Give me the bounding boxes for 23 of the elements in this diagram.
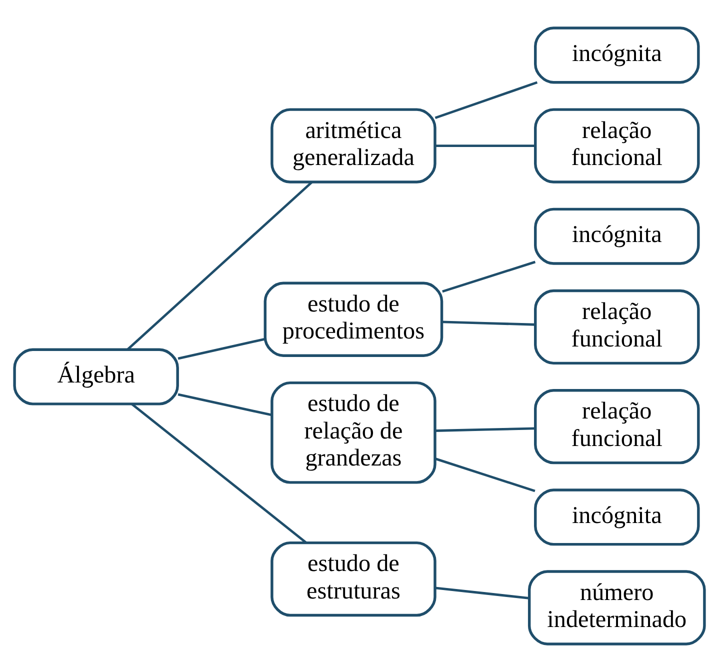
node-box: relação funcional xyxy=(534,108,700,183)
connector xyxy=(442,260,536,292)
connector xyxy=(178,392,272,416)
connector xyxy=(131,402,307,544)
connector xyxy=(178,337,266,360)
connector xyxy=(434,457,536,492)
connector xyxy=(435,426,535,432)
connector xyxy=(126,180,313,350)
node-box: incógnita xyxy=(534,207,700,264)
node-box: relação funcional xyxy=(534,388,700,464)
node-box: estudo de procedimentos xyxy=(264,281,444,356)
connector xyxy=(442,320,536,326)
node-box: número indeterminado xyxy=(528,570,706,645)
node-box: incógnita xyxy=(534,488,700,546)
connector xyxy=(434,80,538,119)
node-box: Álgebra xyxy=(13,348,179,405)
node-box: estudo de relação de grandezas xyxy=(270,380,436,484)
node-box: relação funcional xyxy=(534,288,700,364)
connector xyxy=(435,586,530,599)
node-box: estudo de estruturas xyxy=(270,540,436,616)
connector xyxy=(435,144,535,146)
node-box: aritmética generalizada xyxy=(270,108,436,183)
node-box: incógnita xyxy=(534,26,700,84)
